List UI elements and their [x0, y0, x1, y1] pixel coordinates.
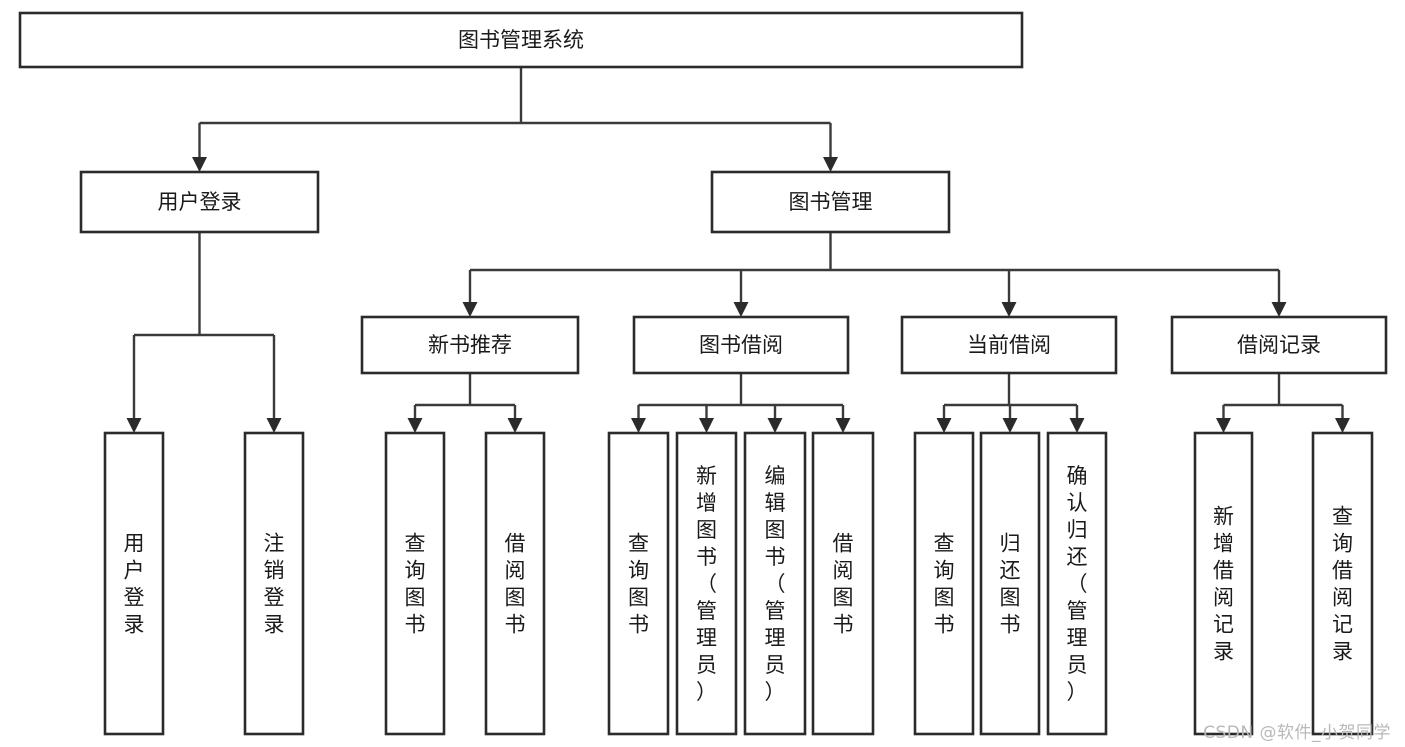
node-new-book-recommend-label: 新书推荐: [428, 333, 512, 357]
arrow-head-icon: [835, 418, 851, 433]
connector-layer: [126, 67, 1350, 433]
node-leaf-query-book-2-label: 查询图书: [628, 532, 649, 637]
node-root-label: 图书管理系统: [458, 28, 584, 52]
node-current-borrow-label: 当前借阅: [967, 333, 1051, 357]
arrow-head-icon: [1216, 418, 1231, 433]
node-leaf-confirm-return[interactable]: 确认归还（管理员）: [1046, 431, 1108, 736]
node-leaf-return-book-label: 归还图书: [1000, 532, 1021, 637]
arrow-head-icon: [407, 418, 423, 433]
node-user-login-label: 用户登录: [158, 190, 242, 214]
node-leaf-query-book-1[interactable]: 查询图书: [384, 431, 446, 736]
node-leaf-user-login[interactable]: 用户登录: [103, 431, 165, 736]
node-leaf-user-login-label: 用户登录: [124, 532, 145, 637]
node-root[interactable]: 图书管理系统: [18, 11, 1024, 69]
node-new-book-recommend[interactable]: 新书推荐: [360, 315, 580, 375]
node-leaf-query-book-2[interactable]: 查询图书: [607, 431, 670, 736]
node-borrow-record[interactable]: 借阅记录: [1170, 315, 1388, 375]
node-leaf-return-book[interactable]: 归还图书: [979, 431, 1041, 736]
node-leaf-query-book-3[interactable]: 查询图书: [913, 431, 975, 736]
arrow-head-icon: [767, 418, 783, 433]
node-book-borrow[interactable]: 图书借阅: [632, 315, 850, 375]
node-book-manage-label: 图书管理: [789, 190, 873, 214]
arrow-head-icon: [631, 418, 646, 433]
node-borrow-record-label: 借阅记录: [1237, 333, 1321, 357]
arrow-head-icon: [192, 157, 207, 172]
arrow-head-icon: [462, 302, 478, 317]
arrow-head-icon: [1271, 302, 1287, 317]
node-leaf-query-record[interactable]: 查询借阅记录: [1311, 431, 1374, 736]
node-leaf-logout-login-label: 注销登录: [264, 532, 285, 637]
node-leaf-add-record[interactable]: 新增借阅记录: [1193, 431, 1254, 736]
node-leaf-borrow-book-1-label: 借阅图书: [505, 532, 526, 637]
node-leaf-edit-book-label: 编辑图书（管理员）: [765, 464, 786, 704]
arrow-head-icon: [936, 418, 952, 433]
node-layer: 图书管理系统用户登录图书管理新书推荐图书借阅当前借阅借阅记录用户登录注销登录查询…: [18, 11, 1388, 736]
arrow-head-icon: [1335, 418, 1350, 433]
node-user-login[interactable]: 用户登录: [79, 170, 320, 234]
arrow-head-icon: [126, 418, 142, 433]
arrow-head-icon: [823, 157, 838, 172]
node-book-manage[interactable]: 图书管理: [710, 170, 951, 234]
node-leaf-query-record-label: 查询借阅记录: [1332, 505, 1353, 664]
arrow-head-icon: [1002, 418, 1018, 433]
node-current-borrow[interactable]: 当前借阅: [900, 315, 1118, 375]
node-leaf-add-book[interactable]: 新增图书（管理员）: [675, 431, 738, 736]
csdn-watermark: CSDN @软件_小贺同学: [1203, 723, 1391, 743]
arrow-head-icon: [1069, 418, 1085, 433]
arrow-head-icon: [733, 302, 749, 317]
node-leaf-logout-login[interactable]: 注销登录: [243, 431, 305, 736]
node-leaf-borrow-book-1[interactable]: 借阅图书: [484, 431, 546, 736]
node-leaf-add-record-label: 新增借阅记录: [1213, 505, 1234, 664]
node-leaf-confirm-return-label: 确认归还（管理员）: [1067, 464, 1088, 704]
arrow-head-icon: [699, 418, 714, 433]
node-leaf-edit-book[interactable]: 编辑图书（管理员）: [743, 431, 807, 736]
arrow-head-icon: [1001, 302, 1017, 317]
arrow-head-icon: [507, 418, 523, 433]
node-book-borrow-label: 图书借阅: [699, 333, 783, 357]
node-leaf-query-book-1-label: 查询图书: [405, 532, 426, 637]
node-leaf-add-book-label: 新增图书（管理员）: [696, 464, 717, 704]
node-leaf-query-book-3-label: 查询图书: [934, 532, 955, 637]
arrow-head-icon: [266, 418, 282, 433]
node-leaf-borrow-book-2-label: 借阅图书: [833, 532, 854, 637]
node-leaf-borrow-book-2[interactable]: 借阅图书: [811, 431, 875, 736]
